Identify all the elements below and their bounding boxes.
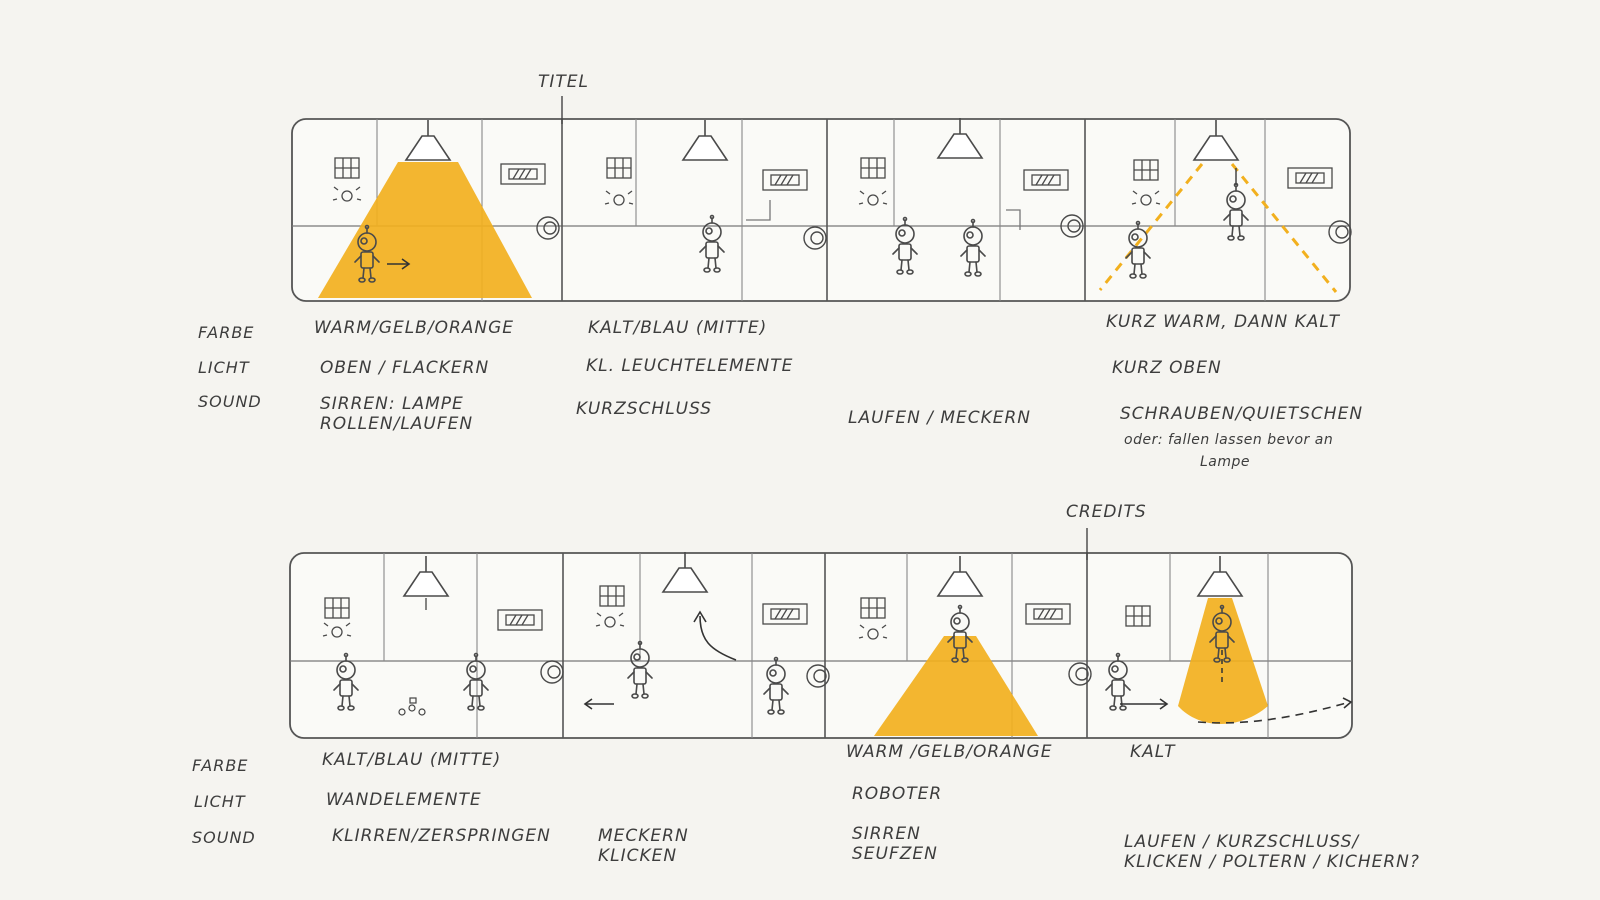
top-col4-note1: oder: fallen lassen bevor an — [1124, 432, 1334, 448]
top-col4-sound: SCHRAUBEN/QUIETSCHEN — [1120, 404, 1364, 424]
bottom-col4-farbe: KALT — [1130, 742, 1176, 762]
top-label-farbe: FARBE — [198, 323, 255, 342]
bottom-col3-sound-line2: SEUFZEN — [852, 844, 938, 864]
bottom-col1-farbe: KALT/BLAU (MITTE) — [322, 750, 502, 770]
top-col1-farbe: WARM/GELB/ORANGE — [314, 318, 515, 338]
top-col4-licht: KURZ OBEN — [1112, 358, 1222, 378]
bottom-strip — [289, 528, 1353, 739]
top-col1-sound-line1: SIRREN: LAMPE — [320, 394, 464, 414]
top-col3-sound: LAUFEN / MECKERN — [848, 408, 1032, 428]
bottom-col4-sound-line2: KLICKEN / POLTERN / KICHERN? — [1124, 852, 1420, 872]
credits-marker: CREDITS — [1066, 502, 1147, 522]
bottom-col3-licht: ROBOTER — [852, 784, 943, 804]
top-col1-licht: OBEN / FLACKERN — [320, 358, 490, 378]
bottom-col4-sound: LAUFEN / KURZSCHLUSS/ KLICKEN / POLTERN … — [1124, 832, 1420, 872]
top-col2-farbe: KALT/BLAU (MITTE) — [588, 318, 768, 338]
top-label-licht: LICHT — [198, 358, 250, 377]
bottom-label-licht: LICHT — [194, 792, 246, 811]
bottom-label-farbe: FARBE — [192, 756, 249, 775]
top-col4-farbe: KURZ WARM, DANN KALT — [1106, 312, 1341, 332]
top-col1-sound: SIRREN: LAMPE ROLLEN/LAUFEN — [320, 394, 473, 434]
top-col2-sound: KURZSCHLUSS — [576, 399, 713, 419]
top-col1-sound-line2: ROLLEN/LAUFEN — [320, 414, 474, 434]
bottom-label-sound: SOUND — [192, 828, 256, 847]
top-strip — [291, 96, 1352, 302]
bottom-col2-sound-line1: MECKERN — [598, 826, 689, 846]
bottom-col2-sound-line2: KLICKEN — [598, 846, 678, 866]
bottom-col4-sound-line1: LAUFEN / KURZSCHLUSS/ — [1124, 832, 1360, 852]
bottom-col3-farbe: WARM /GELB/ORANGE — [846, 742, 1053, 762]
bottom-col3-sound-line1: SIRREN — [852, 824, 921, 844]
top-col2-licht: KL. LEUCHTELEMENTE — [586, 356, 794, 376]
bottom-col2-sound: MECKERN KLICKEN — [598, 826, 689, 866]
bottom-col1-sound: KLIRREN/ZERSPRINGEN — [332, 826, 551, 846]
top-label-sound: SOUND — [198, 392, 262, 411]
bottom-col3-sound: SIRREN SEUFZEN — [852, 824, 938, 864]
top-col4-note2: Lampe — [1200, 454, 1251, 470]
titel-marker: TITEL — [538, 72, 589, 92]
bottom-col1-licht: WANDELEMENTE — [326, 790, 482, 810]
